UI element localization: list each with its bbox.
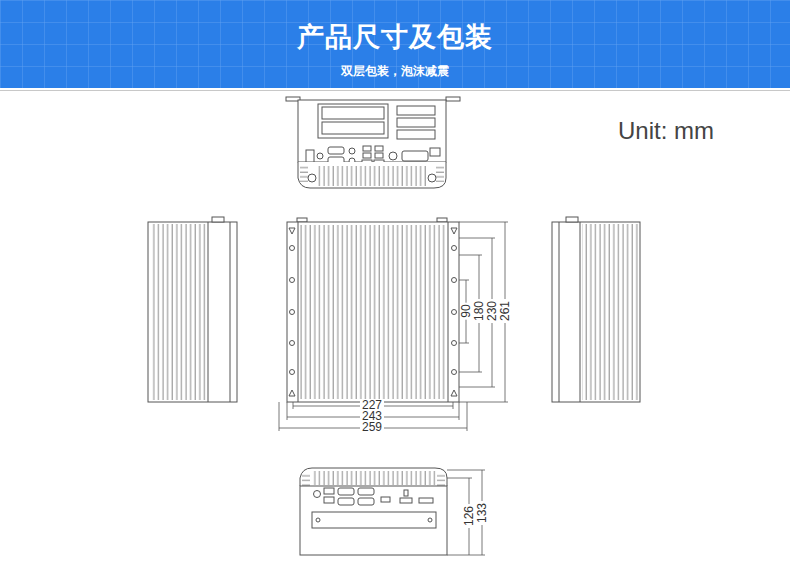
antenna-hole xyxy=(308,174,316,182)
led xyxy=(314,491,321,498)
unit-note: Unit: mm xyxy=(618,119,714,143)
mount-hole xyxy=(452,310,457,315)
side-edge xyxy=(208,222,209,402)
mount-slot xyxy=(451,390,457,396)
usb-port xyxy=(381,497,390,502)
usb-port xyxy=(375,153,383,158)
side-outline xyxy=(148,222,237,402)
left-side-view xyxy=(148,217,237,402)
heatsink-outline xyxy=(300,468,447,486)
top-tab xyxy=(297,218,307,222)
heatsink-outline xyxy=(298,162,446,188)
mount-hole xyxy=(452,370,457,375)
blank-plate xyxy=(397,118,435,127)
mount-hole xyxy=(452,278,457,283)
rear-panel xyxy=(300,486,447,555)
io-plate xyxy=(312,512,436,528)
header-grid xyxy=(0,0,790,88)
serial-port xyxy=(358,498,374,505)
terminal-block xyxy=(324,497,334,503)
serial-port xyxy=(328,147,344,154)
usb-port xyxy=(363,146,371,151)
dimension-value: 126 xyxy=(463,504,475,528)
screw xyxy=(428,518,432,522)
led xyxy=(317,153,323,159)
side-tab xyxy=(566,217,578,222)
mount-hole xyxy=(452,246,457,251)
side-edge xyxy=(230,222,231,402)
terminal-block xyxy=(430,148,440,156)
dc-jack xyxy=(389,152,397,160)
heatsink-fins xyxy=(312,471,436,485)
mount-hole xyxy=(452,341,457,346)
side-fins xyxy=(150,224,208,400)
mount-slot xyxy=(451,228,457,234)
mount-hole xyxy=(290,370,295,375)
side-edge xyxy=(580,222,581,402)
dimension-value: 133 xyxy=(476,501,488,525)
usb-port xyxy=(375,146,383,151)
right-side-view xyxy=(552,217,640,402)
usb-port xyxy=(363,153,371,158)
expansion-slot xyxy=(318,104,388,138)
flange-edge xyxy=(298,222,299,402)
dimension-value: 180 xyxy=(473,299,485,323)
dimension-lines xyxy=(279,222,508,555)
side-tab xyxy=(212,217,224,222)
front-view xyxy=(286,97,460,188)
power-switch xyxy=(306,150,314,162)
page-title: 产品尺寸及包装 xyxy=(297,19,493,55)
antenna-hole xyxy=(428,174,436,182)
heatsink-fins xyxy=(437,474,445,486)
screw xyxy=(316,518,320,522)
serial-port xyxy=(338,498,354,505)
header-band xyxy=(0,0,790,91)
mount-hole xyxy=(290,246,295,251)
top-view xyxy=(287,218,459,402)
slot-cover xyxy=(322,107,384,119)
serial-port xyxy=(358,488,374,495)
heatsink-fins xyxy=(436,164,444,182)
blank-plate xyxy=(397,106,435,115)
terminal-block xyxy=(324,488,334,494)
dimension-value: 261 xyxy=(499,299,511,323)
heatsink-fins xyxy=(318,166,426,186)
sim-slot xyxy=(404,490,408,496)
dvi-port xyxy=(402,151,428,161)
mount-hole xyxy=(290,341,295,346)
mount-slot xyxy=(289,228,295,234)
slot-cover xyxy=(322,122,384,134)
mount-slot xyxy=(289,390,295,396)
serial-port xyxy=(338,488,354,495)
heatsink-fins xyxy=(302,474,310,486)
blank-plate xyxy=(397,130,435,139)
audio-jack xyxy=(349,148,355,154)
subtitle: 双层包装，泡沫减震 xyxy=(341,65,449,77)
heatsink-fins xyxy=(300,164,308,182)
header-ground xyxy=(0,0,790,88)
dimension-value: 259 xyxy=(360,421,384,433)
dimension-value: 230 xyxy=(486,299,498,323)
mount-hole xyxy=(290,310,295,315)
front-panel xyxy=(298,100,446,162)
header-rule xyxy=(0,90,790,91)
top-tab xyxy=(437,218,447,222)
flange-edge xyxy=(448,222,449,402)
usb-port xyxy=(419,498,433,503)
rear-view xyxy=(300,468,447,555)
top-outline xyxy=(287,222,459,402)
side-fins xyxy=(582,224,638,400)
side-outline xyxy=(552,222,640,402)
dimension-value: 90 xyxy=(460,302,472,319)
mounting-bracket xyxy=(446,97,460,101)
side-edge xyxy=(559,222,560,402)
mount-hole xyxy=(290,278,295,283)
top-fins xyxy=(300,225,446,399)
usb-port xyxy=(400,498,412,503)
